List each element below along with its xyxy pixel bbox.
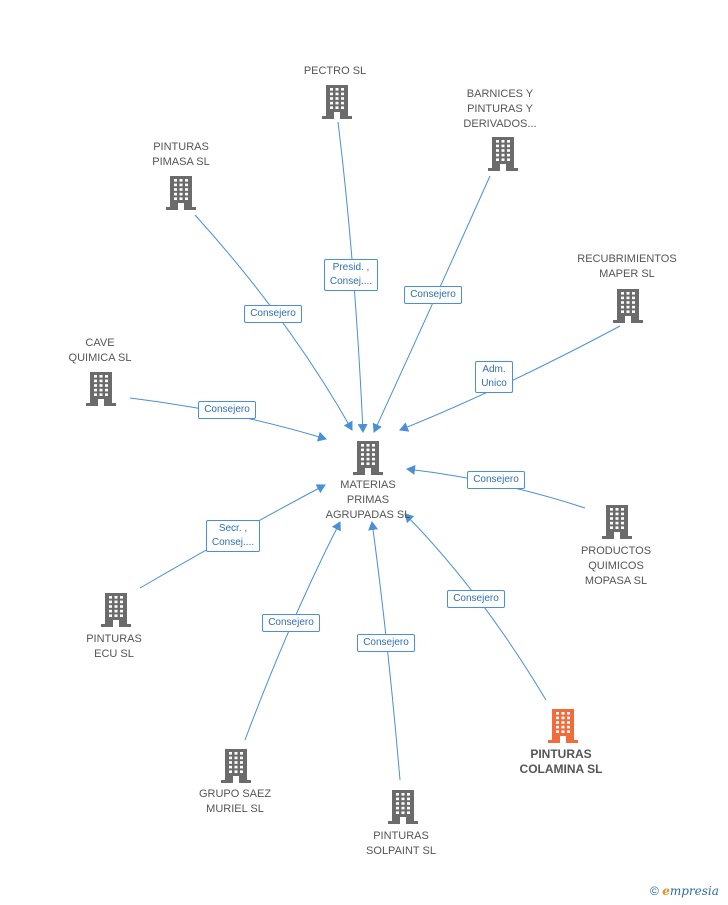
company-name-line: CAVE — [85, 337, 115, 349]
company-name-line: GRUPO SAEZ — [198, 788, 272, 800]
building-icon[interactable] — [100, 592, 132, 627]
relation-label-line: Consejero — [268, 617, 314, 628]
relation-label-line: Consej.... — [329, 276, 373, 287]
company-name[interactable]: GRUPO SAEZ MURIEL SL — [185, 787, 285, 817]
company-name[interactable]: MATERIAS PRIMAS AGRUPADAS SL — [318, 478, 418, 523]
relation-label-line: Consejero — [204, 404, 250, 415]
building-icon[interactable] — [165, 175, 197, 210]
company-name-line: MOPASA SL — [584, 575, 648, 587]
company-name-line: COLAMINA SL — [519, 762, 603, 776]
company-name[interactable]: BARNICES Y PINTURAS Y DERIVADOS... — [450, 87, 550, 132]
company-name-line: QUIMICOS — [588, 560, 644, 572]
building-icon-barnices — [488, 137, 518, 171]
building-icon[interactable] — [387, 789, 419, 824]
building-icon[interactable] — [321, 84, 353, 119]
relation-label-cave[interactable]: Consejero — [198, 401, 256, 419]
building-icon-pimasa — [166, 176, 196, 210]
relation-label-line: Adm. — [482, 364, 506, 375]
company-name-line: PECTRO SL — [303, 65, 367, 77]
edge-barnices — [372, 175, 491, 433]
company-name-line: RECUBRIMIENTOS — [577, 253, 677, 265]
brand-name: empresia — [662, 884, 719, 898]
company-name[interactable]: PINTURAS PIMASA SL — [131, 140, 231, 170]
relation-label-line: Consejero — [453, 593, 499, 604]
company-name[interactable]: RECUBRIMIENTOS MAPER SL — [572, 252, 682, 282]
company-name-line: PINTURAS — [86, 633, 142, 645]
building-icon[interactable] — [547, 708, 579, 743]
relation-label-line: Consejero — [410, 289, 456, 300]
company-name[interactable]: PECTRO SL — [290, 64, 380, 79]
relation-label-line: Secr. , — [218, 523, 248, 534]
building-icon[interactable] — [612, 288, 644, 323]
company-name-line: PRIMAS — [346, 494, 390, 506]
relation-label-line: Consejero — [473, 474, 519, 485]
building-icon[interactable] — [220, 748, 252, 783]
relation-label-line: Consejero — [363, 637, 409, 648]
relation-label-saez[interactable]: Consejero — [262, 614, 320, 632]
company-name[interactable]: PINTURAS SOLPAINT SL — [351, 829, 451, 859]
building-icon-ecu — [101, 593, 131, 627]
relation-label-line: Unico — [481, 378, 507, 389]
company-name-line: QUIMICA SL — [68, 352, 132, 364]
company-name-line: PRODUCTOS — [580, 545, 652, 557]
company-name-line: MATERIAS — [340, 479, 396, 491]
building-icon-colamina — [548, 709, 578, 743]
building-icon-mopasa — [602, 505, 632, 539]
company-name-line: PINTURAS — [373, 830, 429, 842]
relation-label-colamina[interactable]: Consejero — [447, 590, 505, 608]
building-icon[interactable] — [85, 371, 117, 406]
company-name-line: AGRUPADAS SL — [325, 509, 411, 521]
company-name-line: PIMASA SL — [152, 156, 210, 168]
company-name[interactable]: PINTURAS ECU SL — [74, 632, 154, 662]
company-name-line: PINTURAS — [153, 141, 209, 153]
relation-label-solpaint[interactable]: Consejero — [357, 634, 415, 652]
relation-label-mopasa[interactable]: Consejero — [467, 471, 525, 489]
building-icon-pectro — [322, 85, 352, 119]
company-name-line: BARNICES Y — [466, 88, 534, 100]
relation-label-pimasa[interactable]: Consejero — [244, 305, 302, 323]
company-name-line: PINTURAS — [530, 747, 592, 761]
company-name-line: SOLPAINT SL — [366, 845, 436, 857]
company-name-line: PINTURAS Y — [467, 103, 533, 115]
company-name-line: MAPER SL — [599, 268, 655, 280]
copyright-symbol: © — [650, 884, 659, 898]
building-icon-cave — [86, 372, 116, 406]
building-icon[interactable] — [352, 440, 384, 475]
relation-label-line: Consejero — [250, 308, 296, 319]
building-icon-saez — [221, 749, 251, 783]
building-icon[interactable] — [487, 136, 519, 171]
building-icon[interactable] — [601, 504, 633, 539]
company-name[interactable]: CAVE QUIMICA SL — [55, 336, 145, 366]
building-icon-recubrimientos — [613, 289, 643, 323]
company-name-line: DERIVADOS... — [463, 118, 537, 130]
company-name[interactable]: PRODUCTOS QUIMICOS MOPASA SL — [566, 544, 666, 589]
company-name-line: MURIEL SL — [206, 803, 264, 815]
relation-label-line: Presid. , — [332, 262, 370, 273]
relation-label-recubrimientos[interactable]: Adm. Unico — [475, 361, 513, 393]
company-name-line: ECU SL — [94, 648, 134, 660]
building-icon-center — [353, 441, 383, 475]
relation-label-ecu[interactable]: Secr. , Consej.... — [205, 520, 261, 552]
empresia-logo: © empresia — [650, 884, 719, 898]
relation-label-line: Consej.... — [211, 537, 255, 548]
building-icon-solpaint — [388, 790, 418, 824]
relation-label-barnices[interactable]: Consejero — [404, 286, 462, 304]
relation-label-pectro[interactable]: Presid. , Consej.... — [323, 259, 379, 291]
